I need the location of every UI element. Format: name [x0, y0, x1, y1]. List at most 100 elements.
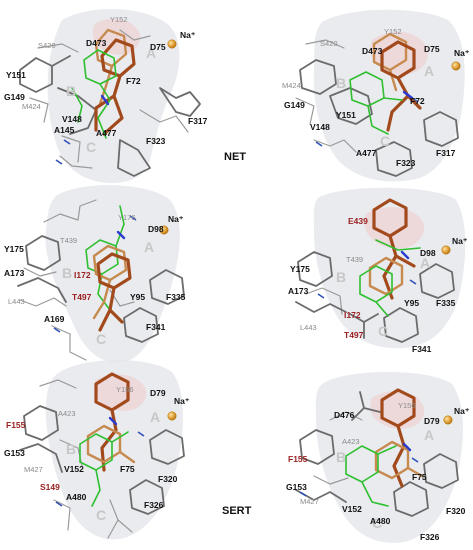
- residue-label: F75: [412, 472, 427, 482]
- residue-nitrogen: [53, 215, 137, 333]
- sodium-label: Na⁺: [454, 48, 470, 58]
- residue-nitrogen: [299, 457, 419, 497]
- residue-sidechain: [383, 307, 419, 343]
- residue-label: F72: [410, 96, 425, 106]
- binding-pocket-surface: [45, 360, 184, 540]
- residue-label: D473: [86, 38, 107, 48]
- residue-label: A145: [54, 125, 75, 135]
- residue-label: D79: [150, 388, 166, 398]
- residue-label: M427: [300, 497, 319, 506]
- residue-label: F323: [396, 158, 416, 168]
- ligand-pose-tan: [374, 440, 424, 480]
- residue-label: F155: [6, 420, 26, 430]
- residue-sidechain: [149, 429, 185, 465]
- panel-dat-left: A B C Na⁺ Y176 D98 Y175 T439 A173 I172 L…: [4, 185, 186, 363]
- residue-sidechain: [53, 499, 133, 539]
- ligand-amine: [108, 416, 118, 426]
- site-label-c: C: [86, 139, 96, 155]
- residue-label: F335: [436, 298, 456, 308]
- residue-label: A169: [44, 314, 65, 324]
- residue-label: F317: [436, 148, 456, 158]
- residue-sidechain: [25, 235, 61, 271]
- residue-label: L443: [8, 297, 25, 306]
- residue-sidechain: [423, 111, 459, 147]
- panel-sert-right: A B C Na⁺ D476 Y156 D79 A423 F155 G153 M…: [286, 372, 470, 543]
- residue-label: S149: [40, 482, 60, 492]
- residue-label: G149: [4, 92, 25, 102]
- residue-label: F326: [420, 532, 440, 542]
- residue-label: M427: [24, 465, 43, 474]
- residue-label: A480: [370, 516, 391, 526]
- sodium-label: Na⁺: [168, 214, 184, 224]
- site-label-c: C: [380, 133, 390, 149]
- residue-sidechain: [23, 405, 59, 441]
- residue-label: A480: [66, 492, 87, 502]
- residue-nitrogen: [315, 97, 419, 147]
- residue-label: V148: [62, 114, 82, 124]
- residue-sidechain: [375, 141, 413, 177]
- ligand-pose-brown: [94, 372, 130, 472]
- residue-sidechain: [295, 301, 347, 313]
- residue-sidechain: [159, 87, 201, 117]
- residue-label: D79: [424, 416, 440, 426]
- residue-label: Y95: [404, 298, 419, 308]
- residue-label: D473: [362, 46, 383, 56]
- site-label-b: B: [336, 449, 346, 465]
- acidic-surface-patch: [94, 374, 147, 411]
- residue-sidechain: [17, 277, 67, 303]
- residue-label: F326: [144, 500, 164, 510]
- ligand-pose-brown: [372, 198, 416, 300]
- residue-label: F323: [146, 136, 166, 146]
- site-label-b: B: [66, 441, 76, 457]
- site-label-a: A: [424, 63, 434, 79]
- residue-label: Y175: [290, 264, 310, 274]
- residue-label: M424: [22, 102, 41, 111]
- sodium-ion: [167, 39, 177, 49]
- residue-nitrogen: [55, 139, 71, 165]
- site-label-a: A: [420, 255, 430, 271]
- ligand-pose-green: [359, 239, 421, 317]
- site-label-b: B: [336, 75, 346, 91]
- residue-label: F320: [446, 506, 466, 516]
- residue-label: G149: [284, 100, 305, 110]
- residue-label: F72: [126, 76, 141, 86]
- residue-label: I172: [74, 270, 91, 280]
- residue-sidechain: [351, 391, 381, 421]
- residue-label: L443: [300, 323, 317, 332]
- ligand-amine: [400, 250, 410, 260]
- residue-label: Y156: [398, 401, 416, 410]
- residue-label: S420: [38, 41, 56, 50]
- sodium-label: Na⁺: [180, 30, 196, 40]
- residue-label: D75: [424, 44, 440, 54]
- residue-label: Y175: [4, 244, 24, 254]
- residue-sidechain: [423, 453, 459, 489]
- panel-sert-left: A B C Na⁺ Y156 D79 A423 F155 G153 M427 V…: [4, 360, 190, 540]
- protein-label-sert: SERT: [222, 505, 252, 517]
- site-label-c: C: [378, 323, 388, 339]
- residue-label: Y151: [6, 70, 26, 80]
- residue-label: T439: [346, 255, 363, 264]
- residue-sidechain: [23, 199, 97, 277]
- residue-label: F341: [146, 322, 166, 332]
- sodium-ion: [167, 411, 177, 421]
- ligand-amine: [116, 230, 126, 240]
- sodium-label: Na⁺: [454, 406, 470, 416]
- sodium-ion: [159, 225, 169, 235]
- residue-label: E439: [348, 216, 368, 226]
- residue-label: A423: [342, 437, 360, 446]
- residue-label: A173: [288, 286, 309, 296]
- site-label-c: C: [96, 507, 106, 523]
- residue-sidechain: [119, 29, 189, 133]
- residue-label: D75: [150, 42, 166, 52]
- residue-sidechain: [349, 313, 379, 339]
- residue-sidechain: [313, 139, 357, 153]
- ligand-pose-green: [79, 431, 129, 507]
- residue-label: S420: [320, 39, 338, 48]
- residue-label: F320: [158, 474, 178, 484]
- ligand-amine: [402, 442, 412, 452]
- residue-sidechain: [149, 269, 185, 305]
- site-label-a: A: [424, 427, 434, 443]
- ligand-pose-green: [349, 71, 403, 135]
- residue-nitrogen: [317, 279, 417, 299]
- protein-label-net: NET: [224, 151, 246, 163]
